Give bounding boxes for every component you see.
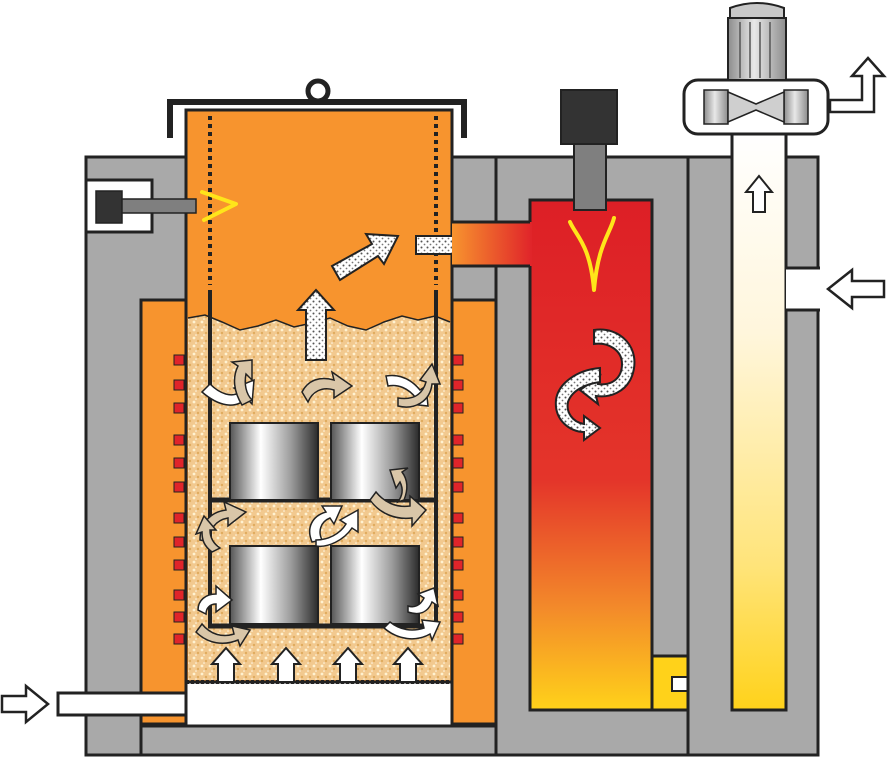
dilution-air-inlet	[786, 268, 820, 310]
burner-icon	[95, 190, 123, 224]
arrow-up-icon	[743, 174, 775, 213]
heating-elements-left	[173, 354, 185, 645]
flame-icon	[200, 190, 238, 222]
arrow-up-icon	[391, 646, 425, 683]
transfer-duct	[452, 222, 532, 266]
burner-lance	[121, 198, 197, 214]
arrow-up-icon	[209, 646, 243, 683]
arrow-right-icon	[0, 683, 50, 725]
afterburner-flame-icon	[568, 216, 616, 292]
gas-inlet-pipe	[56, 691, 188, 717]
afterburner-chamber	[528, 198, 654, 712]
afterburner-lance	[573, 143, 607, 211]
afterburner-burner-icon	[560, 89, 618, 145]
gas-distributor-plate	[184, 680, 454, 728]
circulation-arrows	[194, 359, 442, 648]
workpiece-bottom-left	[229, 545, 319, 625]
heating-chamber-left-wall	[139, 298, 191, 726]
arrow-up-icon	[331, 646, 365, 683]
exhaust-chimney	[730, 128, 788, 712]
heating-chamber-right-wall	[446, 298, 498, 726]
fan-motor	[727, 2, 787, 81]
exhaust-outlet-arrow-icon	[828, 56, 887, 114]
fluidizing-gas-arrows	[209, 646, 425, 683]
arrow-left-icon	[825, 267, 886, 311]
afterburner-swirl-arrows	[554, 328, 636, 442]
workpiece-top-left	[229, 422, 319, 501]
ring-handle-icon	[305, 78, 331, 104]
furnace-base	[139, 724, 498, 757]
arrow-up-icon	[269, 646, 303, 683]
arrow-up-right-icon	[330, 232, 400, 282]
arrow-up-icon	[295, 288, 337, 361]
workpiece-bottom-right	[330, 545, 420, 625]
fan-icon	[703, 89, 809, 125]
